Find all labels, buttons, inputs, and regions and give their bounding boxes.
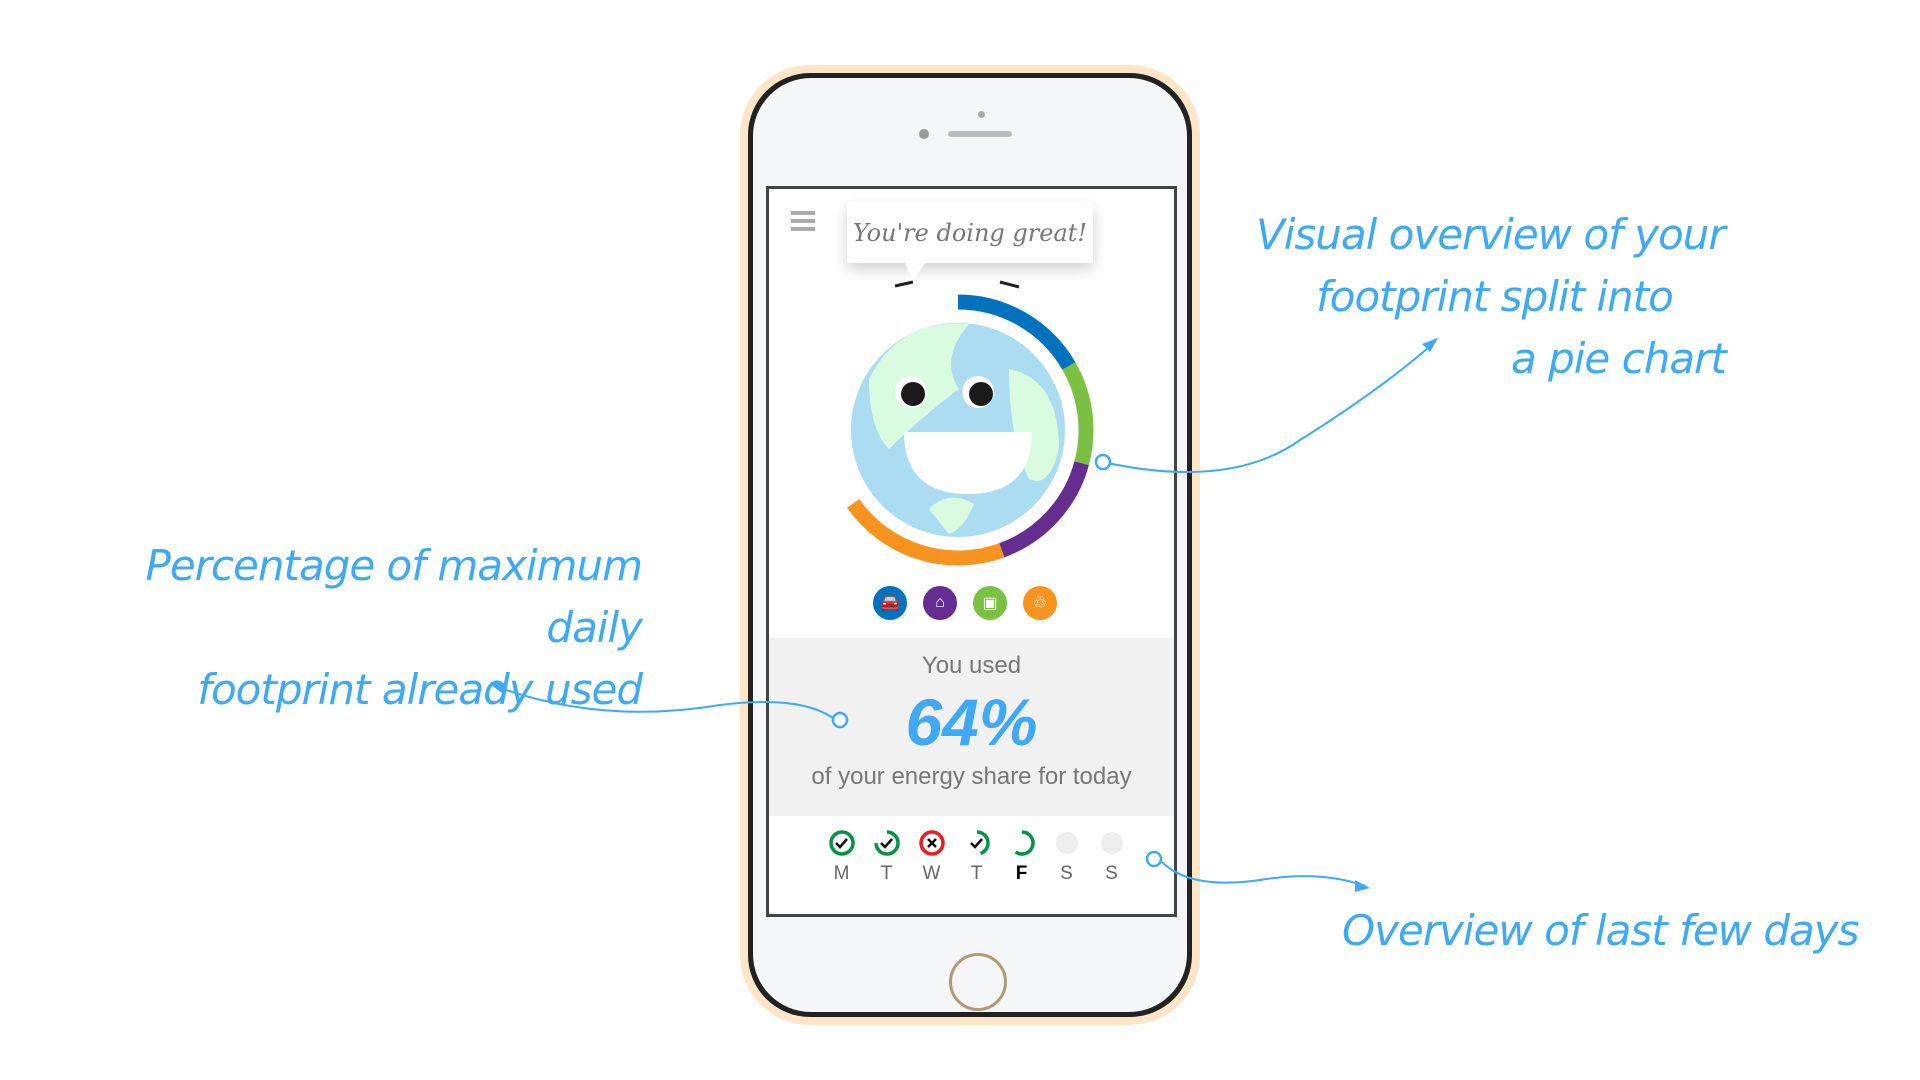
usage-percent: 64% — [905, 685, 1038, 759]
speaker — [948, 131, 1012, 137]
day-label: T — [880, 863, 893, 884]
day-status-icon — [1014, 830, 1035, 856]
globe-mascot — [851, 280, 1065, 537]
pie-segment-transport[interactable] — [957, 294, 1076, 370]
camera — [919, 129, 929, 139]
day-label: T — [970, 863, 983, 884]
day-label: S — [1105, 863, 1118, 884]
day-item[interactable]: S — [1089, 829, 1134, 885]
car-icon[interactable]: 🚘 — [873, 586, 907, 620]
day-label: F — [1015, 863, 1028, 884]
annotation-line: Percentage of maximum daily — [145, 541, 644, 652]
day-label: S — [1060, 863, 1073, 884]
day-label: M — [833, 863, 850, 884]
home-button[interactable] — [949, 953, 1007, 1011]
annotation-days: Overview of last few days — [1342, 906, 1859, 955]
annotation-line: footprint split into — [1316, 272, 1674, 321]
pie-segment-home[interactable] — [999, 461, 1089, 558]
annotation-percentage: Percentage of maximum daily footprint al… — [72, 535, 644, 721]
day-item[interactable]: W — [909, 829, 954, 885]
pie-segment-food[interactable] — [847, 499, 1005, 566]
home-icon[interactable]: ⌂ — [923, 586, 957, 620]
annotation-line: Visual overview of your — [1256, 210, 1726, 259]
pie-segment-shopping[interactable] — [1062, 362, 1094, 466]
shopping-bag-icon[interactable]: ▣ — [973, 586, 1007, 620]
annotation-line: a pie chart — [1511, 334, 1727, 383]
day-status-icon — [1055, 832, 1078, 854]
day-item[interactable]: T — [954, 829, 999, 885]
footprint-pie — [847, 280, 1094, 566]
day-status-icon — [828, 830, 855, 856]
usage-suffix: of your energy share for today — [811, 763, 1132, 790]
cutlery-icon[interactable]: ♲ — [1023, 586, 1057, 620]
day-item[interactable]: M — [819, 829, 864, 885]
annotation-pie: Visual overview of your footprint split … — [1256, 204, 1727, 390]
hamburger-icon[interactable] — [791, 211, 815, 235]
day-item[interactable]: F — [999, 829, 1044, 885]
usage-panel: You used 64% of your energy share for to… — [769, 638, 1174, 816]
day-label: W — [922, 863, 941, 884]
day-status-icon — [918, 830, 945, 856]
sensor — [978, 111, 985, 118]
day-status-icon — [873, 830, 900, 856]
usage-prefix: You used — [921, 652, 1022, 679]
day-status-icon — [969, 830, 990, 856]
day-item[interactable]: S — [1044, 829, 1089, 885]
annotation-line: footprint already used — [197, 665, 643, 714]
day-item[interactable]: T — [864, 829, 909, 885]
app-screen: You're doing great! 🚘 ⌂ ▣ ♲ You used 64%… — [766, 186, 1177, 917]
speech-bubble: You're doing great! — [847, 202, 1093, 281]
day-status-icon — [1100, 832, 1123, 854]
